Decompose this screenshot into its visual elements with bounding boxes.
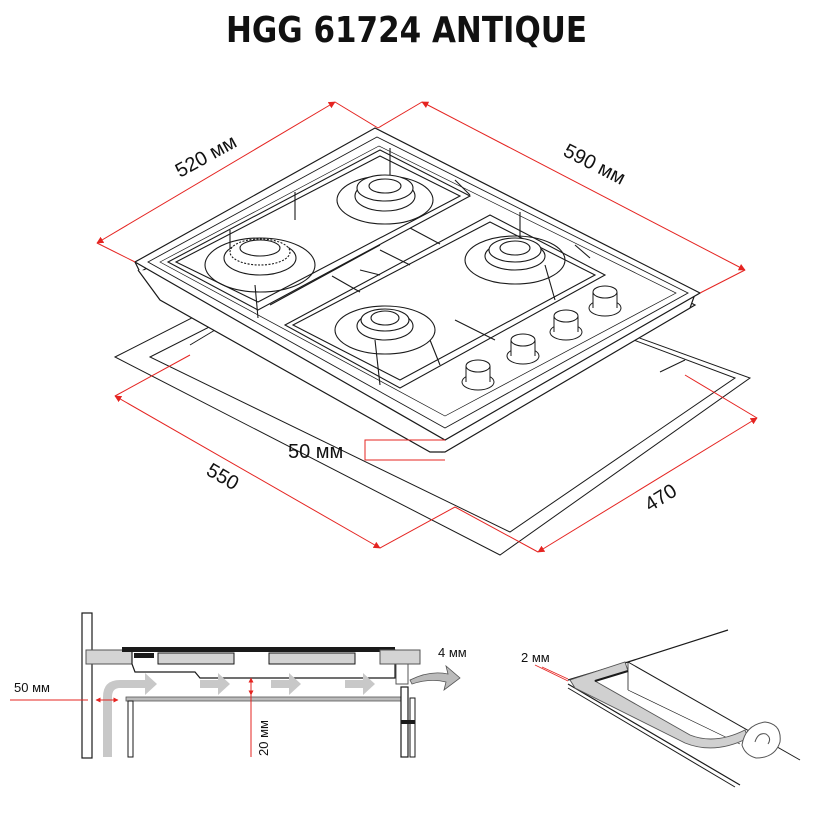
dimension-lines [96,101,758,553]
burner-rear-left [336,174,434,225]
air-gap-label: 20 мм [256,720,271,756]
section-view: 50 мм 20 мм 4 мм [10,612,467,759]
worktop-right [379,649,421,665]
knob-2[interactable] [506,333,540,365]
seal-strip [569,661,749,749]
depth-dimension-label: 520 мм [172,131,241,182]
seal-roll [741,721,781,759]
wall [81,612,93,759]
product-title: HGG 61724 ANTIQUE [225,10,588,51]
wall-gap-label: 50 мм [14,680,50,695]
burner-front-left-wok [204,237,316,293]
knob-1[interactable] [461,359,495,391]
airflow-arrows [103,664,461,757]
edge-gap-label: 4 мм [438,645,467,660]
knob-4[interactable] [588,285,622,317]
cutout-width-label: 550 [203,459,243,495]
width-dimension-label: 590 мм [560,140,629,190]
control-knobs [461,285,622,391]
offset-dimension-label: 50 мм [288,441,343,463]
worktop-left [85,649,133,665]
burner-front-center [334,305,436,355]
seal-thickness-label: 2 мм [521,650,550,665]
seal-view: 2 мм [521,629,801,788]
knob-3[interactable] [549,309,583,341]
